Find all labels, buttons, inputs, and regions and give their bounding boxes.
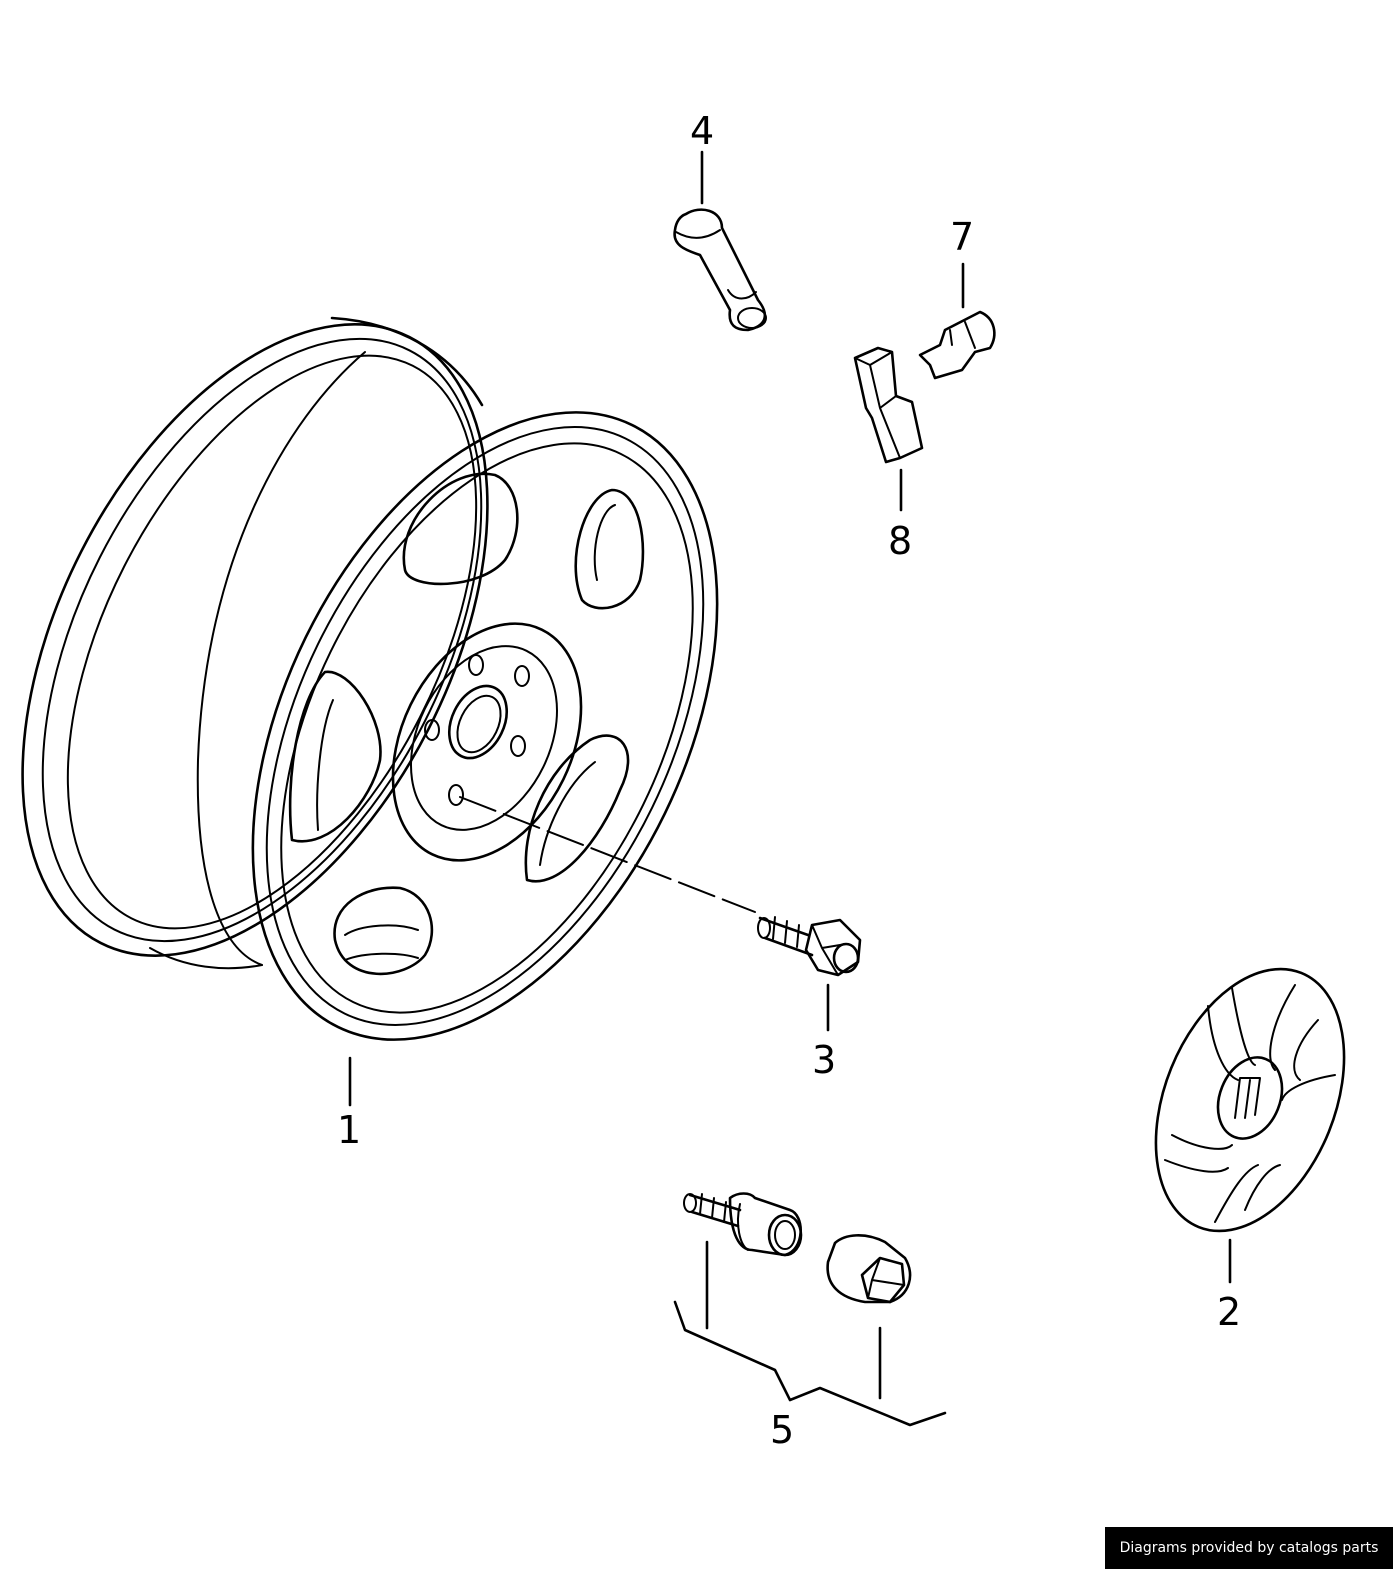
callout-1: 1 (337, 1108, 361, 1152)
locking-bolt-set[interactable] (673, 1192, 947, 1427)
wheel-bolt[interactable] (757, 916, 862, 1032)
wheel-rim[interactable] (0, 249, 812, 1115)
callout-2: 2 (1217, 1290, 1241, 1334)
callout-7: 7 (950, 215, 974, 259)
callout-3: 3 (812, 1038, 836, 1082)
tire-valve[interactable] (673, 150, 767, 332)
credit-badge: Diagrams provided by catalogs parts (1105, 1527, 1393, 1569)
balance-weight[interactable] (853, 346, 924, 512)
hub-cap[interactable] (1120, 941, 1380, 1284)
callout-8: 8 (888, 519, 912, 563)
weight-clip[interactable] (918, 262, 996, 380)
callout-4: 4 (690, 109, 714, 153)
callout-5: 5 (770, 1408, 794, 1452)
